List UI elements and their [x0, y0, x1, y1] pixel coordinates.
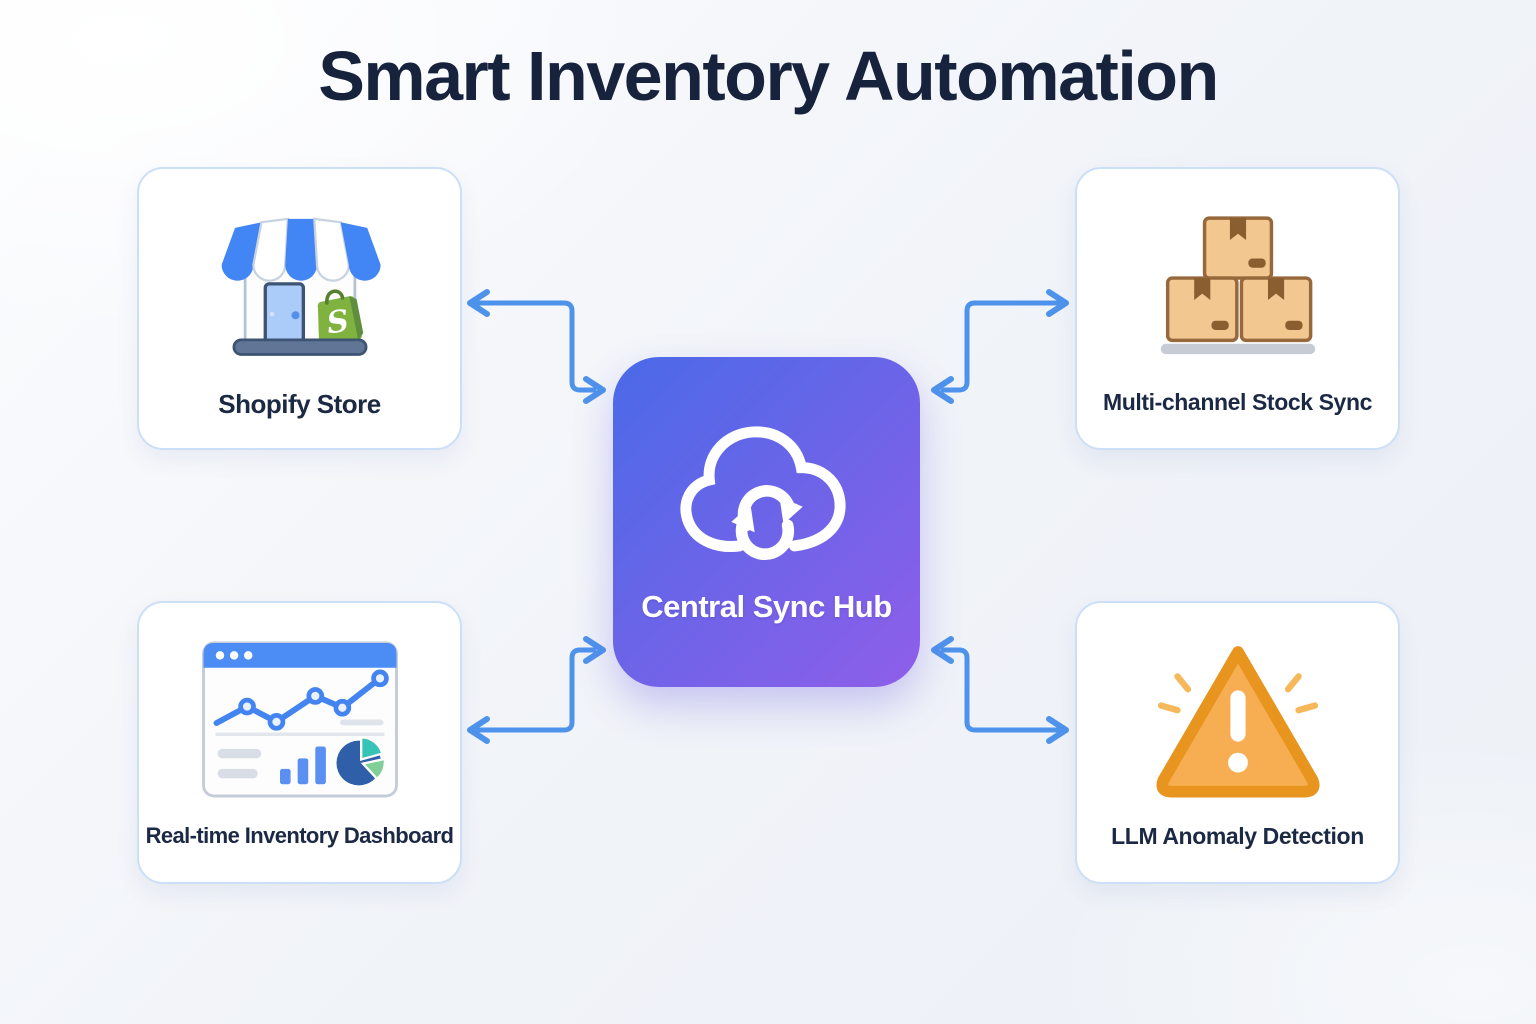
arrowhead-to-hub-tr	[931, 376, 954, 404]
node-label-shopify-store: Shopify Store	[218, 389, 381, 419]
arrowhead-to-anomaly	[1046, 716, 1069, 744]
connector-hub-to-anomaly	[931, 636, 1069, 744]
boxes-shadow	[1160, 343, 1315, 355]
storefront: S	[221, 217, 381, 356]
store-base	[232, 338, 367, 356]
store-awning	[221, 217, 381, 282]
browser-header	[203, 642, 396, 668]
shopify-bag-icon: S	[317, 289, 363, 347]
cloud-outline	[679, 426, 845, 552]
bar-chart	[279, 746, 326, 784]
arrowhead-to-stock-sync	[1046, 289, 1069, 317]
box-left	[1165, 276, 1239, 343]
connector-hub-to-dashboard	[467, 636, 606, 744]
central-sync-hub: Central Sync Hub	[613, 357, 920, 687]
shopify-storefront-icon: S	[221, 217, 381, 356]
connector-hub-to-shopify	[467, 289, 606, 404]
analytics-dashboard-icon	[201, 641, 398, 797]
node-label-realtime-inventory-dashboard: Real-time Inventory Dashboard	[145, 823, 454, 848]
node-label-multi-channel-stock-sync: Multi-channel Stock Sync	[1102, 389, 1372, 415]
boxes-icon-wrap	[1140, 187, 1336, 383]
svg-text:S: S	[324, 304, 351, 342]
dashboard-icon-wrap	[200, 621, 400, 817]
box-right	[1239, 276, 1312, 343]
node-label-llm-anomaly-detection: LLM Anomaly Detection	[1111, 823, 1364, 849]
arrowhead-to-hub-tl	[583, 376, 606, 404]
arrowhead-to-dashboard	[467, 716, 490, 744]
arrowhead-to-hub-bl	[583, 636, 606, 664]
node-multi-channel-stock-sync: Multi-channel Stock Sync	[1075, 167, 1400, 450]
stacked-boxes-icon	[1160, 216, 1315, 355]
node-realtime-inventory-dashboard: Real-time Inventory Dashboard	[137, 601, 462, 884]
arrowhead-to-shopify	[467, 289, 490, 317]
hub-label: Central Sync Hub	[641, 589, 892, 624]
box-top	[1202, 216, 1273, 280]
warning-icon-wrap	[1139, 621, 1337, 817]
cloud-sync-icon	[679, 426, 845, 561]
shopify-icon-wrap: S	[204, 187, 396, 383]
alert-rays	[1157, 672, 1318, 713]
exclamation-mark	[1227, 689, 1248, 772]
arrowhead-to-hub-br	[931, 636, 954, 664]
warning-triangle-icon	[1156, 645, 1319, 798]
node-shopify-store: S Shopify Store	[137, 167, 462, 450]
sync-arrows	[730, 485, 803, 561]
node-llm-anomaly-detection: LLM Anomaly Detection	[1075, 601, 1400, 884]
pie-chart	[335, 735, 386, 785]
connector-hub-to-stock-sync	[931, 289, 1069, 404]
line-chart	[213, 668, 389, 731]
text-placeholder-lines	[217, 748, 261, 778]
page-title: Smart Inventory Automation	[318, 37, 1219, 115]
